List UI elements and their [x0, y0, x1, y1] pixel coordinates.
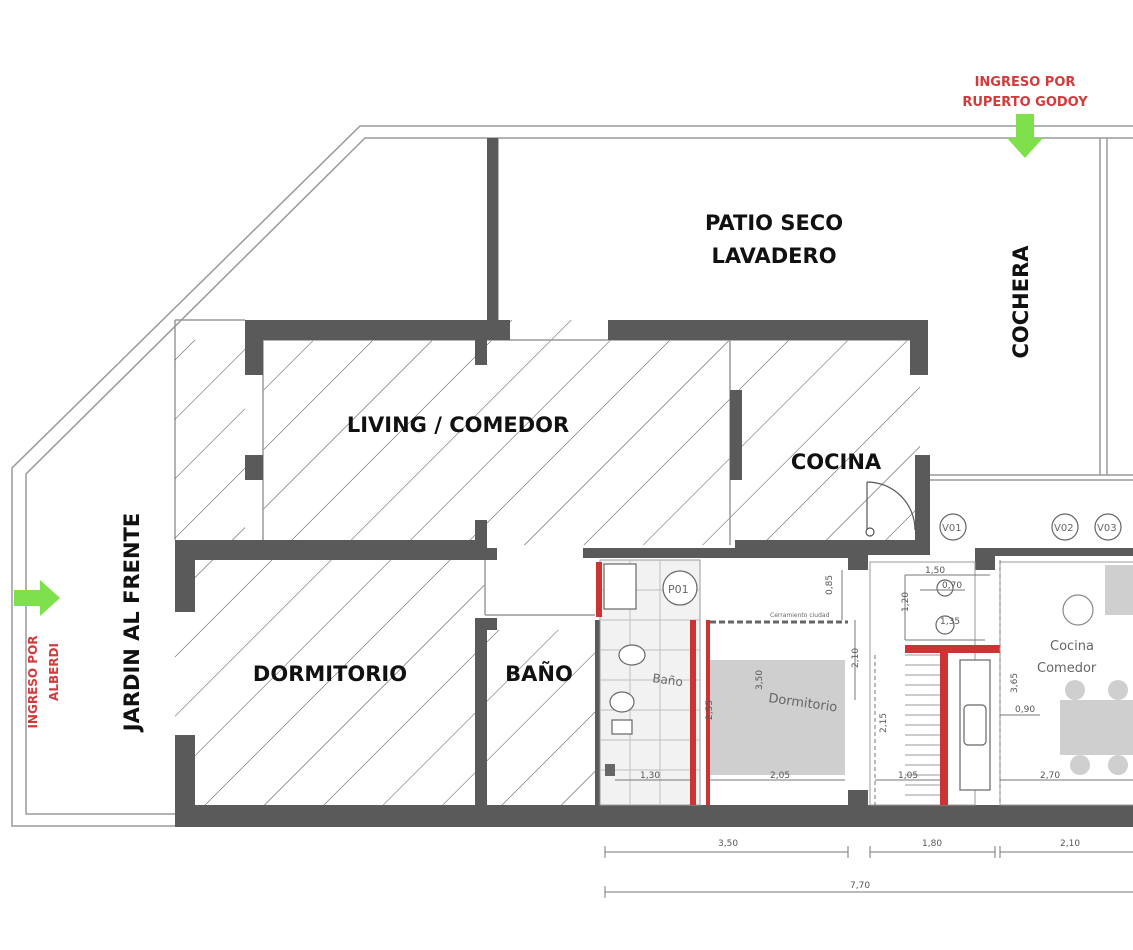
door-swing: [865, 481, 916, 537]
dim-085: 0,85: [825, 575, 835, 595]
adj-cocina-label: Cocina: [1050, 639, 1094, 654]
property-outline: [11, 125, 1133, 827]
dim-bottom-180: 1,80: [922, 839, 942, 849]
entry-left-line2: ALBERDI: [47, 643, 61, 701]
window-tag-v02: V02: [1054, 523, 1074, 534]
entry-left: INGRESO POR ALBERDI: [14, 580, 61, 729]
entry-top-line1: INGRESO POR: [975, 75, 1076, 90]
arrow-right-icon: [14, 580, 60, 616]
dim-090: 0,90: [1015, 705, 1035, 715]
dim-130: 1,30: [640, 771, 660, 781]
dim-255: 2,55: [705, 700, 715, 720]
adj-comedor-label: Comedor: [1037, 661, 1097, 676]
dim-bottom-770: 7,70: [850, 881, 870, 891]
window-tag-v03: V03: [1097, 523, 1117, 534]
room-bano-label: BAÑO: [505, 661, 573, 686]
dimension-lines: [604, 560, 1133, 898]
adj-bano-label: Baño: [652, 671, 684, 689]
dim-bottom-350: 3,50: [718, 839, 738, 849]
adj-cerramiento-label: Cerramiento ciudad: [770, 612, 830, 619]
dim-070: 0,70: [942, 581, 962, 591]
room-living-label: LIVING / COMEDOR: [347, 413, 569, 437]
room-lavadero-label: LAVADERO: [711, 244, 836, 268]
dim-350v: 3,50: [755, 670, 765, 690]
dim-135: 1,35: [940, 617, 960, 627]
dimension-values: 1,50 0,70 1,20 1,35 0,85 2,10 3,50 2,55 …: [640, 566, 1080, 891]
window-tag-v01: V01: [942, 523, 962, 534]
room-patio-label: PATIO SECO: [705, 211, 843, 235]
dim-270: 2,70: [1040, 771, 1060, 781]
dim-105: 1,05: [898, 771, 918, 781]
dim-bottom-210: 2,10: [1060, 839, 1080, 849]
room-dormitorio-label: DORMITORIO: [253, 662, 407, 686]
dim-215: 2,15: [879, 713, 889, 733]
entry-left-line1: INGRESO POR: [26, 635, 40, 728]
arrow-down-icon: [1007, 114, 1043, 158]
hatched-areas: [175, 320, 920, 805]
dim-205: 2,05: [770, 771, 790, 781]
room-labels: PATIO SECO LAVADERO COCHERA LIVING / COM…: [120, 211, 1033, 733]
dim-120: 1,20: [901, 592, 911, 612]
dim-150: 1,50: [925, 566, 945, 576]
adjacent-plan: [596, 513, 1133, 806]
door-tag-p01: P01: [668, 583, 689, 596]
room-jardin-label: JARDIN AL FRENTE: [120, 513, 144, 733]
dim-365: 3,65: [1010, 673, 1020, 693]
dim-210v: 2,10: [851, 648, 861, 668]
entry-top: INGRESO POR RUPERTO GODOY: [962, 75, 1088, 158]
room-cocina-label: COCINA: [791, 450, 882, 474]
entry-top-line2: RUPERTO GODOY: [962, 95, 1088, 110]
room-cochera-label: COCHERA: [1009, 245, 1033, 359]
